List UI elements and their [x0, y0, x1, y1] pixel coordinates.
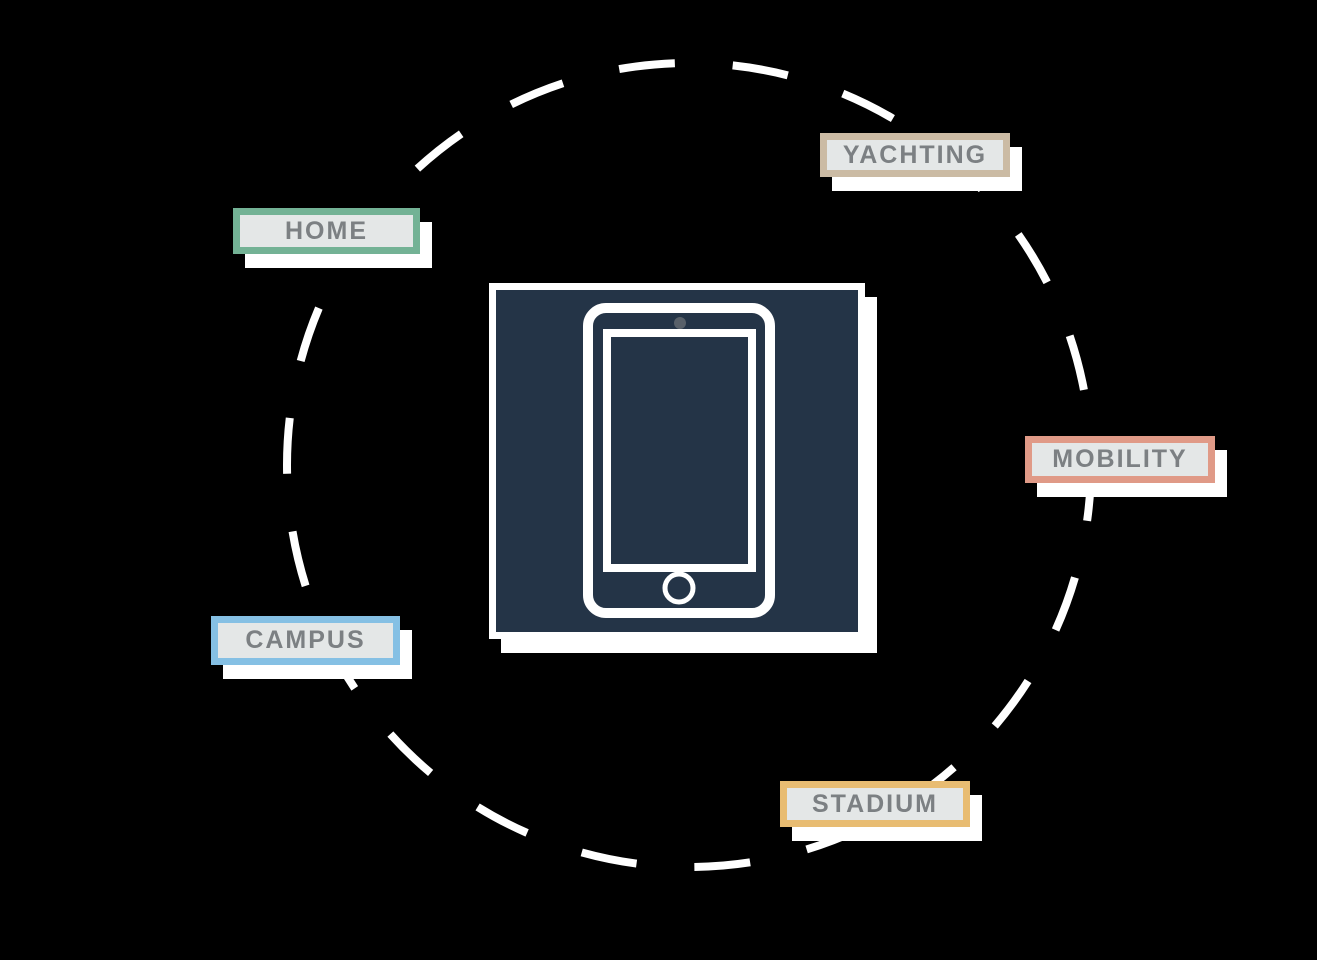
- label-home: HOME: [233, 208, 420, 254]
- center-device-panel: [489, 283, 865, 639]
- tablet-body-outline: [583, 303, 775, 618]
- label-stadium: STADIUM: [780, 781, 970, 827]
- label-campus: CAMPUS: [211, 616, 400, 665]
- label-mobility: MOBILITY: [1025, 436, 1215, 483]
- tablet-home-button: [662, 571, 696, 605]
- tablet-screen-outline: [603, 329, 756, 572]
- label-yachting: YACHTING: [820, 133, 1010, 177]
- tablet-icon: [583, 303, 775, 618]
- tablet-camera-dot: [674, 317, 686, 329]
